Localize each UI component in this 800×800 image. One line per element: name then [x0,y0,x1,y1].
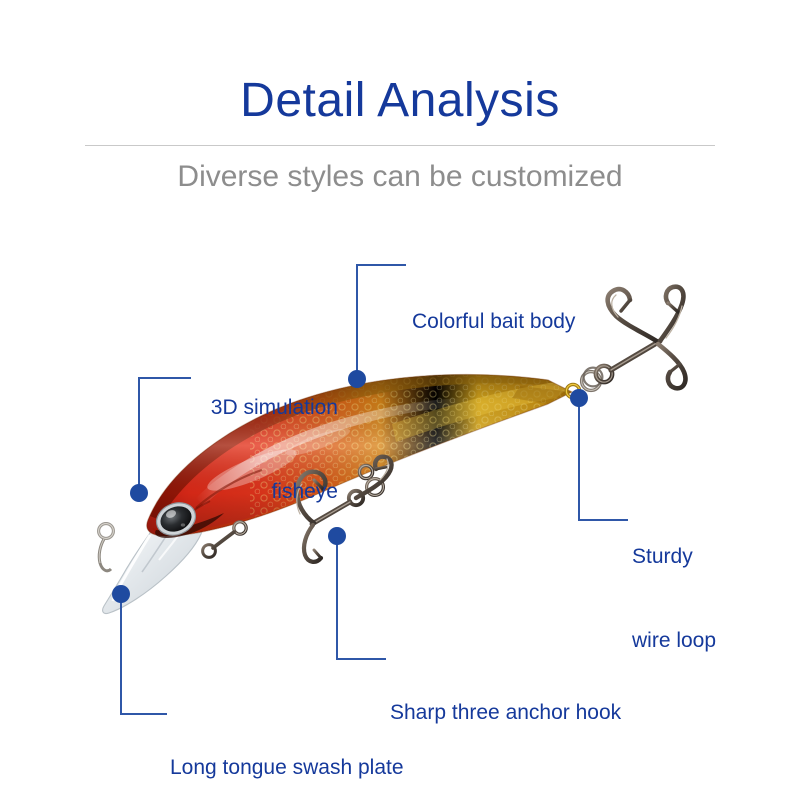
leader-colorful-bait-body [356,264,406,380]
dot-sturdy-wire-loop [570,389,588,407]
line-tie-eyelet [97,522,115,573]
callout-line: Colorful bait body [412,310,576,333]
leader-sturdy-wire-loop [578,397,628,521]
callout-leader-lines [120,264,628,715]
front-hook-hanger [201,520,248,559]
belly-treble-hook [201,454,394,564]
leader-3d-fisheye [138,377,191,494]
page-title: Detail Analysis [240,74,560,127]
callout-line: Sharp three anchor hook [390,701,622,724]
callout-label-3d-simulation-fisheye: 3D simulation fisheye [120,338,338,562]
callout-line: Sturdy [632,545,693,568]
fisheye-3d [155,502,197,536]
dot-sharp-anchor-hook [328,527,346,545]
callout-line: wire loop [632,629,717,652]
callout-label-sturdy-wire-loop: Sturdy wire loop [632,487,792,711]
callout-line: fisheye [271,480,338,503]
rear-treble-hook [593,284,688,391]
page-subtitle: Diverse styles can be customized [177,160,623,193]
title-divider [85,145,715,146]
dot-3d-fisheye [130,484,148,502]
callout-line: 3D simulation [210,396,338,419]
callout-label-colorful-bait-body: Colorful bait body [412,252,575,392]
callout-anchor-dots [112,370,588,603]
dot-long-tongue [112,585,130,603]
leader-long-tongue [120,593,167,715]
callout-label-sharp-three-anchor-hook: Sharp three anchor hook [390,643,621,783]
callout-label-long-tongue-swash-plate: Long tongue swash plate [170,698,404,800]
callout-line: Long tongue swash plate [170,756,404,779]
sturdy-wire-loop-part [564,366,604,400]
leader-sharp-anchor-hook [336,535,386,660]
dot-colorful-bait-body [348,370,366,388]
